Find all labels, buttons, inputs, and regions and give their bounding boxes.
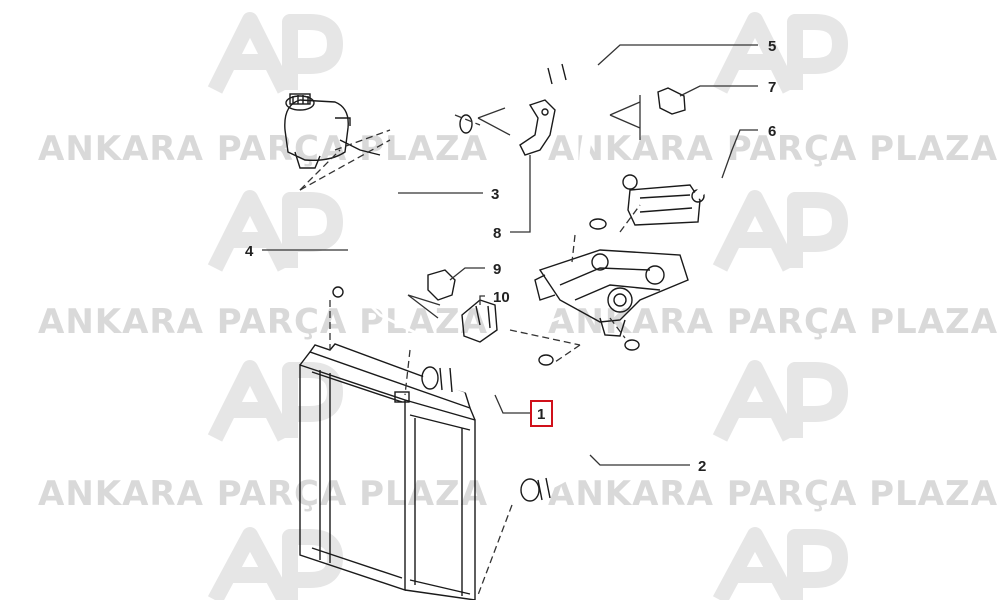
watermark-texts: ANKARA PARÇA PLAZA ANKARA PARÇA PLAZA AN… bbox=[38, 129, 998, 514]
watermark-logo-icon bbox=[712, 360, 848, 442]
svg-text:ANKARA PARÇA PLAZA: ANKARA PARÇA PLAZA bbox=[38, 129, 488, 169]
part-9-clip bbox=[427, 269, 456, 301]
watermark-text-bold: PLAZA bbox=[359, 474, 488, 514]
watermark-text-bold: PLAZA bbox=[869, 302, 998, 342]
svg-text:ANKARA PARÇA PLAZA: ANKARA PARÇA PLAZA bbox=[548, 129, 998, 169]
part-labels: 5 7 6 3 8 4 9 10 1 2 bbox=[245, 38, 776, 475]
watermark-text: ANKARA PARÇA bbox=[548, 474, 857, 514]
part-label-8[interactable]: 8 bbox=[493, 225, 501, 242]
watermark-logo-icon bbox=[207, 360, 343, 442]
watermark-logo-icon bbox=[207, 190, 343, 272]
hose-1 bbox=[421, 354, 554, 399]
svg-text:ANKARA PARÇA PLAZA: ANKARA PARÇA PLAZA bbox=[38, 474, 488, 514]
pipe-4 bbox=[332, 168, 367, 298]
part-label-1[interactable]: 1 bbox=[537, 406, 545, 423]
watermark-logos bbox=[207, 12, 848, 600]
hose-2 bbox=[520, 338, 642, 502]
watermark-text-bold: PLAZA bbox=[869, 129, 998, 169]
watermark-text: ANKARA PARÇA bbox=[38, 129, 347, 169]
part-7-clip bbox=[657, 87, 686, 115]
watermark-logo-icon bbox=[207, 527, 343, 600]
watermark-logo-icon bbox=[207, 12, 343, 94]
part-label-7[interactable]: 7 bbox=[768, 79, 776, 96]
watermark-text-bold: PLAZA bbox=[869, 474, 998, 514]
pipe-3 bbox=[363, 158, 562, 352]
watermark-logo-icon bbox=[712, 190, 848, 272]
leader-lines bbox=[262, 44, 758, 466]
radiator bbox=[299, 343, 476, 600]
watermark-text: ANKARA PARÇA bbox=[38, 474, 347, 514]
part-label-9[interactable]: 9 bbox=[493, 261, 501, 278]
watermark-text: ANKARA PARÇA bbox=[38, 302, 347, 342]
part-label-4[interactable]: 4 bbox=[245, 243, 254, 260]
watermark-logo-icon bbox=[712, 12, 848, 94]
hose-6 bbox=[694, 175, 732, 199]
watermark-text: ANKARA PARÇA bbox=[548, 129, 857, 169]
svg-text:ANKARA PARÇA PLAZA: ANKARA PARÇA PLAZA bbox=[548, 474, 998, 514]
part-label-3[interactable]: 3 bbox=[491, 186, 499, 203]
part-8-clip bbox=[519, 99, 556, 156]
expansion-tank bbox=[284, 93, 381, 169]
cooler-unit bbox=[622, 174, 705, 226]
dashed-lines bbox=[299, 114, 641, 596]
part-label-5[interactable]: 5 bbox=[768, 38, 776, 55]
thermostat-housing bbox=[534, 249, 689, 337]
watermark-text: ANKARA PARÇA bbox=[548, 302, 857, 342]
part-label-6[interactable]: 6 bbox=[768, 123, 776, 140]
part-1-highlight-box bbox=[530, 400, 553, 427]
hose-5-end bbox=[459, 97, 481, 113]
part-label-2[interactable]: 2 bbox=[698, 458, 706, 475]
watermark-layer: ANKARA PARÇA PLAZA ANKARA PARÇA PLAZA AN… bbox=[38, 12, 998, 600]
watermark-logo-icon bbox=[712, 527, 848, 600]
watermark-text-bold: PLAZA bbox=[359, 129, 488, 169]
part-label-10[interactable]: 10 bbox=[493, 289, 510, 306]
